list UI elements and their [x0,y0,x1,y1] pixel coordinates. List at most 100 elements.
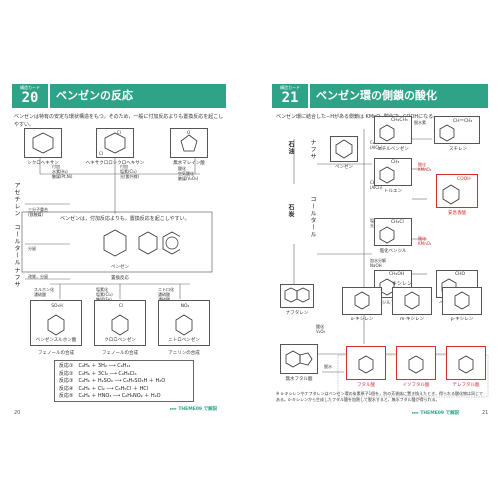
phthalic-anhydride-label: 無水フタル酸 [285,377,313,382]
phthalic-acid-label: フタル酸 [357,383,375,388]
condition-dehydration: 脱水 [324,364,332,369]
footer-theme-link-left[interactable]: ▸▸▸ THEME09 で解説 [170,407,218,412]
synthesis-label-1: フェノールの合成 [38,351,74,356]
side-label-naphtha: ナフサ [13,267,20,288]
isophthalic-acid-structure [396,346,436,380]
hydroxymethyl-group: CH₂OH [389,272,405,277]
intro-right: ベンゼン環に結合した−Hがある側鎖は KMnO₄ 酸化で−COOHになる。 [276,114,439,120]
reaction-2: 反応② C₆H₆ ＋ 3Cl₂ ⟶ C₆H₆Cl₆ [59,370,137,377]
chlorobenzene-structure: Cl クロロベンゼン [94,300,146,346]
synthesis-label-3: アニリンの合成 [168,351,200,356]
nitrobenzene-structure: NO₂ ニトロベンゼン [158,300,210,346]
page-title-left: ベンゼンの反応 [50,84,226,108]
condition-cl2: 付加 塩素(Cl₂) 光(紫外線) [120,164,140,179]
condition-reform: 改質，分留 [28,274,48,279]
card-badge-20: 構造カード 20 [12,84,48,108]
reaction-5: 反応⑤ C₆H₆ ＋ HNO₃ ⟶ C₆H₅NO₂ ＋ H₂O [59,393,161,400]
reaction-3: 反応③ C₆H₆ ＋ H₂SO₄ ⟶ C₆H₅SO₃H ＋ H₂O [59,378,166,385]
footer-theme-link-right[interactable]: ▸▸▸ THEME09 で解説 [412,411,460,416]
side-label-coal: 石炭 [287,204,294,218]
intro-left: ベンゼンは特有の安定な環状構造をもつ。そのため，一般に付加反応よりも置換反応を起… [14,114,224,128]
benzene-node [330,136,358,162]
maleic-anhydride-structure: O [170,128,208,158]
footnote-right: ※ o-キシレンやナフタレンはベンゼン環の炭素原子1個を，別の芳香族に置き換えた… [276,391,484,402]
center-note: ベンゼンは，付加反応よりも，置換反応を起こしやすい。 [60,216,190,222]
condition-fractional: 分留 [28,246,36,251]
side-label-petroleum: 石油 [287,141,294,155]
maleic-anhydride-label: 無水マレイン酸 [173,161,205,166]
svg-text:Cl: Cl [99,151,103,156]
m-xylene-label: m-キシレン [399,317,424,322]
styrene-structure: CH＝CH₂ [434,116,480,144]
side-label-coal-tar-right: コールタール [309,196,316,238]
side-label-coal-tar: コールタール [13,224,20,266]
ethylbenzene-structure: CH₂CH₃ [374,116,412,144]
toluene-structure: CH₃ [374,158,412,186]
cyclohexane-label: シクロヘキサン [27,161,59,166]
p-xylene-structure [442,287,482,315]
cyclohexane-structure [24,128,62,158]
benzene-caption: ベンゼン [111,265,129,270]
condition-h2: 付加 水素(H₂) 触媒(Pt,Ni) [52,164,73,179]
condition-oxidation-1: 酸化 KMnO₄ [418,162,432,172]
benzene-structure [90,226,182,268]
nitro-group: NO₂ [180,304,190,309]
condition-nitration: ニトロ化 濃硝酸 濃硫酸 [158,287,174,302]
svg-text:Cl: Cl [117,130,121,135]
xylene-header: キシレン [392,281,413,287]
ethylbenzene-label: エチルベンゼン [377,147,409,152]
chlorobenzene-label: クロロベンゼン [104,338,136,343]
condition-v2o5: 酸化 V₂O₅ [316,324,326,334]
naphthalene-label: ナフタレン [285,311,309,316]
p-xylene-label: p-キシレン [450,317,474,322]
styrene-label: スチレン [449,147,467,152]
phthalic-anhydride-structure [280,344,318,374]
svg-text:O: O [187,130,190,135]
benzyl-chloride-label: 塩化ベンジル [379,249,407,254]
side-label-acetylene: アセチレン [13,182,20,217]
m-xylene-structure [392,287,432,315]
benzoic-acid-structure: COOH [436,174,478,208]
hexachlorocyclohexane-label: ヘキサクロロシクロヘキサン [85,161,145,166]
substitution-label: 置換反応 [111,276,129,281]
card-badge-21: 構造カード 21 [272,84,308,108]
isophthalic-acid-label: イソフタル酸 [402,383,430,388]
reaction-1: 反応① C₆H₆ ＋ 3H₂ ⟶ C₆H₁₂ [59,363,131,369]
aldehyde-group: CHO [455,272,466,277]
benzene-node-label: ベンゼン [335,165,353,170]
right-page: 構造カード 21 ベンゼン環の側鎖の酸化 ベンゼン環に結合した−Hがある側鎖は … [272,84,490,418]
toluene-label: トルエン [384,189,402,194]
synthesis-label-2: フェノールの合成 [102,351,138,356]
reaction-list: 反応① C₆H₆ ＋ 3H₂ ⟶ C₆H₁₂ 反応② C₆H₆ ＋ 3Cl₂ ⟶… [54,360,194,402]
o-xylene-structure [342,287,382,315]
methyl-group: CH₃ [391,160,400,165]
condition-oxidation: 酸化 空気酸化 触媒(V₂O₅) [178,166,199,181]
left-diagram-lines [21,154,213,299]
reaction-4: 反応④ C₆H₆ ＋ Cl₂ ⟶ C₆H₅Cl ＋ HCl [59,385,149,392]
phthalic-acid-structure [346,346,386,380]
page-title-right: ベンゼン環の側鎖の酸化 [310,84,488,108]
condition-oxidation-2: 酸化 KMnO₄ [418,236,432,246]
vinyl-group: CH＝CH₂ [453,119,473,124]
terephthalic-acid-structure [446,346,486,380]
nitrobenzene-label: ニトロベンゼン [168,338,200,343]
condition-trimerize: 三分子重合 (鉄触媒) [28,207,48,217]
page-number-right: 21 [482,410,489,416]
left-page: 構造カード 20 ベンゼンの反応 ベンゼンは特有の安定な環状構造をもつ。そのため… [10,84,228,418]
benzenesulfonic-acid-label: ベンゼンスルホン酸 [35,338,77,343]
naphthalene-structure [280,284,314,308]
sulfonic-group: SO₃H [51,304,63,309]
ethyl-group: CH₂CH₃ [391,118,408,123]
chloromethyl-group: CH₂Cl [391,220,404,225]
terephthalic-acid-label: テレフタル酸 [452,383,480,388]
page-number-left: 20 [14,410,21,416]
condition-sulfonation: スルホン化 濃硫酸 [34,287,54,297]
benzenesulfonic-acid-structure: SO₃H ベンゼンスルホン酸 [30,300,82,346]
benzoic-acid-label: 安息香酸 [448,211,466,216]
condition-dehydrogenation: 脱水素 [414,120,426,125]
condition-chlorination: 塩素化 塩素(Cl₂) 触媒(Fe) [96,287,113,302]
o-xylene-label: o-キシレン [350,317,374,322]
condition-hydrolysis: 加水分解 NaOH [370,258,386,268]
side-label-naphtha-right: ナフサ [309,139,316,160]
